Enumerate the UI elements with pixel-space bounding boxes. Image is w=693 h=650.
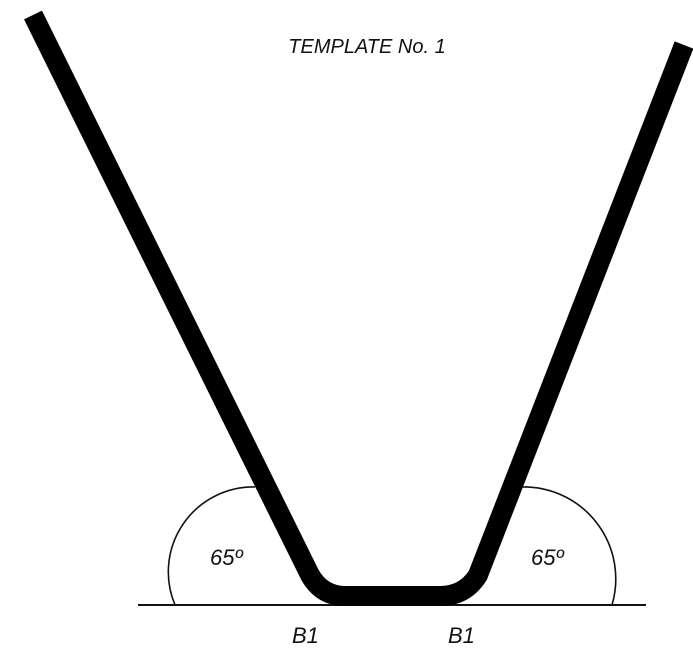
left-angle-label: 65º [210,545,243,570]
right-bend-label: B1 [448,623,475,648]
left-bend-label: B1 [292,623,319,648]
right-angle-label: 65º [531,545,564,570]
right-angle-arc [519,486,617,606]
template-title: TEMPLATE No. 1 [288,36,445,58]
bent-profile [24,10,693,606]
left-angle-arc [167,486,256,606]
